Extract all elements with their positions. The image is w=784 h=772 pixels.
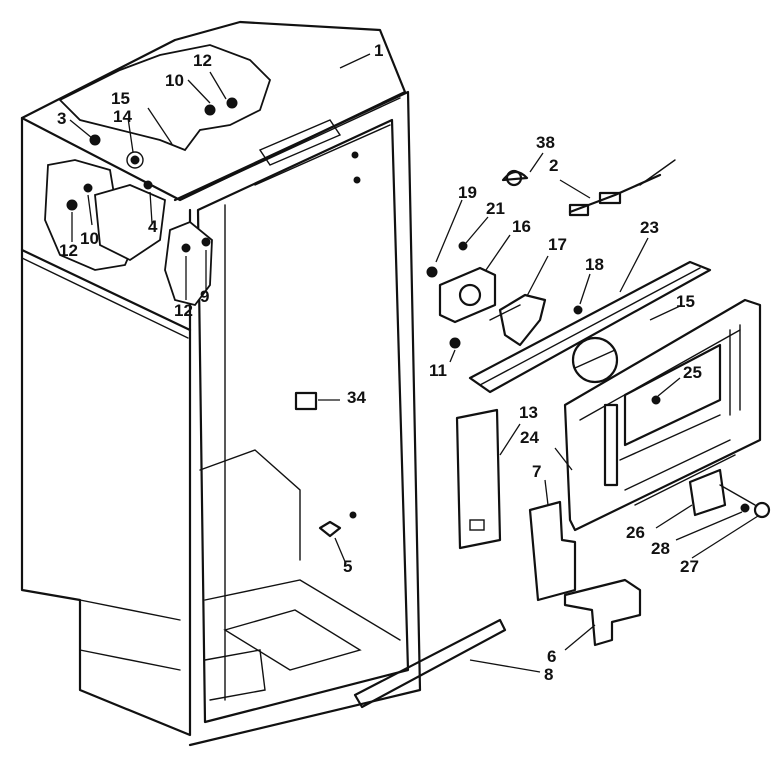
callout-11: 11 (429, 361, 447, 380)
cabinet-liner (20, 20, 422, 747)
cap (501, 170, 529, 182)
callout-5: 5 (343, 557, 353, 576)
callout-9: 9 (200, 287, 210, 306)
damper (528, 500, 577, 602)
callout-6: 6 (547, 647, 557, 666)
fan-shroud (468, 260, 712, 394)
fan-motor (426, 241, 583, 349)
callout-38: 38 (536, 133, 555, 152)
cover-plate-small (688, 468, 727, 517)
callout-13: 13 (519, 403, 538, 422)
washer (753, 501, 771, 519)
trim-strip (353, 618, 507, 709)
callout-26: 26 (626, 523, 645, 542)
screw-head (740, 503, 750, 513)
callout-1: 1 (374, 41, 384, 60)
callout-15: 15 (676, 292, 695, 311)
callout-27: 27 (680, 557, 699, 576)
callout-21: 21 (486, 199, 505, 218)
callout-25: 25 (683, 363, 702, 382)
callout-8: 8 (544, 665, 554, 684)
callout-15: 15 (111, 89, 130, 108)
callout-7: 7 (532, 462, 542, 481)
callout-24: 24 (520, 428, 539, 447)
leader-lines (69, 53, 759, 673)
callout-10: 10 (165, 71, 184, 90)
rear-panel (563, 298, 762, 532)
callout-14: 14 (113, 107, 132, 126)
callout-12: 12 (193, 51, 212, 70)
callout-18: 18 (585, 255, 604, 274)
callout-23: 23 (640, 218, 659, 237)
callout-28: 28 (651, 539, 670, 558)
callout-3: 3 (57, 109, 67, 128)
callout-4: 4 (148, 217, 158, 236)
cover-plate (455, 408, 502, 550)
harness (505, 159, 676, 217)
callout-12: 12 (59, 241, 78, 260)
callout-12: 12 (174, 301, 193, 320)
callout-16: 16 (512, 217, 531, 236)
callout-10: 10 (80, 229, 99, 248)
callout-34: 34 (347, 388, 366, 407)
callout-2: 2 (549, 156, 559, 175)
bracket (563, 578, 642, 647)
callout-19: 19 (458, 183, 477, 202)
callout-17: 17 (548, 235, 567, 254)
cabinet-fasteners (66, 97, 361, 538)
